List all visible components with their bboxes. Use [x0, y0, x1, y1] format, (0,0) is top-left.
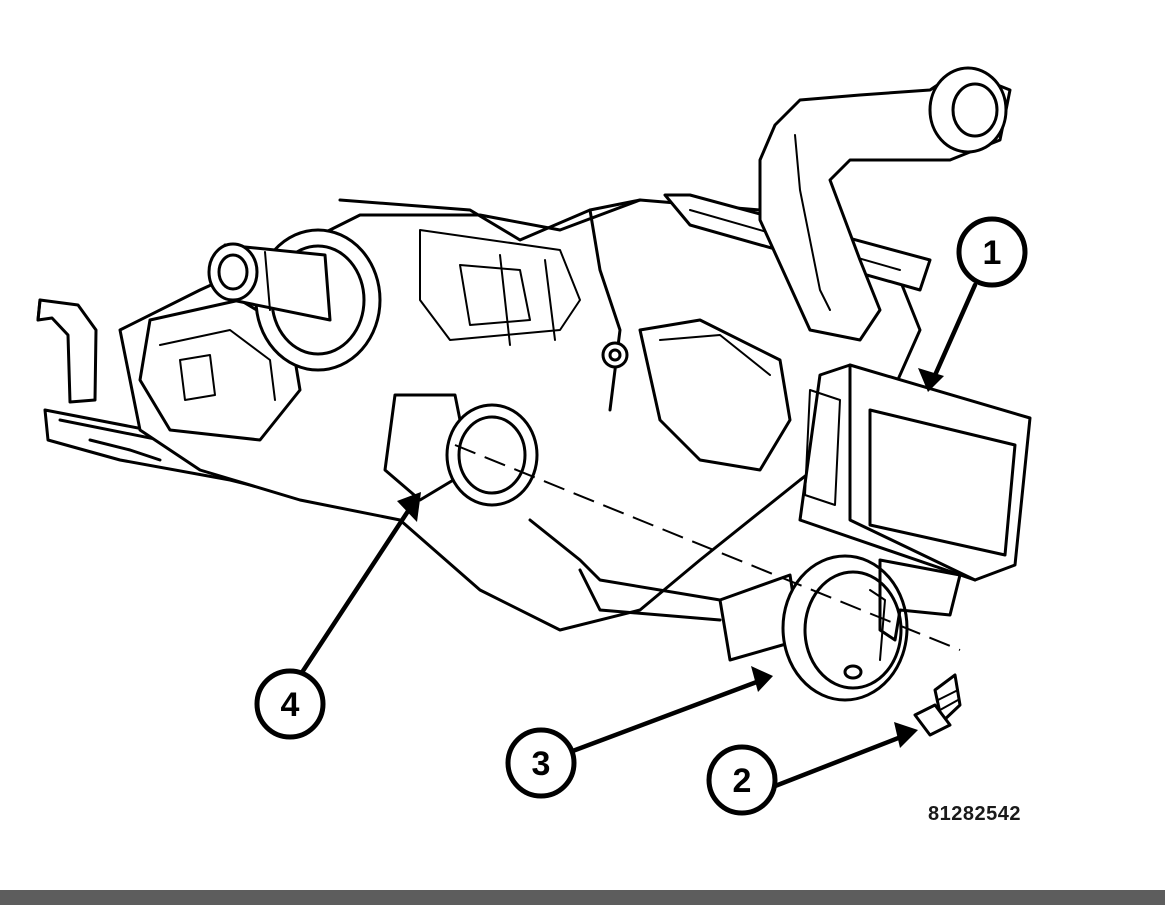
callout-3: 3 — [505, 727, 577, 799]
leader-line-1 — [929, 282, 978, 385]
callout-label: 4 — [281, 686, 300, 724]
assembly-centerline — [454, 444, 961, 651]
callout-4: 4 — [254, 668, 326, 740]
arrowhead-2 — [894, 722, 918, 748]
callout-2: 2 — [706, 744, 778, 816]
leader-line-4 — [294, 499, 417, 683]
leader-line-3 — [567, 677, 765, 755]
callout-label: 1 — [983, 234, 1002, 272]
arrowhead-1 — [918, 368, 944, 392]
leader-line-2 — [767, 732, 909, 791]
arrowhead-3 — [751, 666, 773, 692]
callout-1: 1 — [956, 216, 1028, 288]
callout-label: 2 — [733, 762, 752, 800]
mounting-screw — [913, 673, 962, 737]
wiring-harness-loop — [638, 318, 792, 472]
mounting-bracket-arm — [36, 298, 98, 404]
figure-id: 81282542 — [928, 803, 1021, 825]
arrowhead-4 — [397, 492, 421, 522]
callout-label: 3 — [532, 745, 551, 783]
bottom-bar — [0, 890, 1165, 905]
